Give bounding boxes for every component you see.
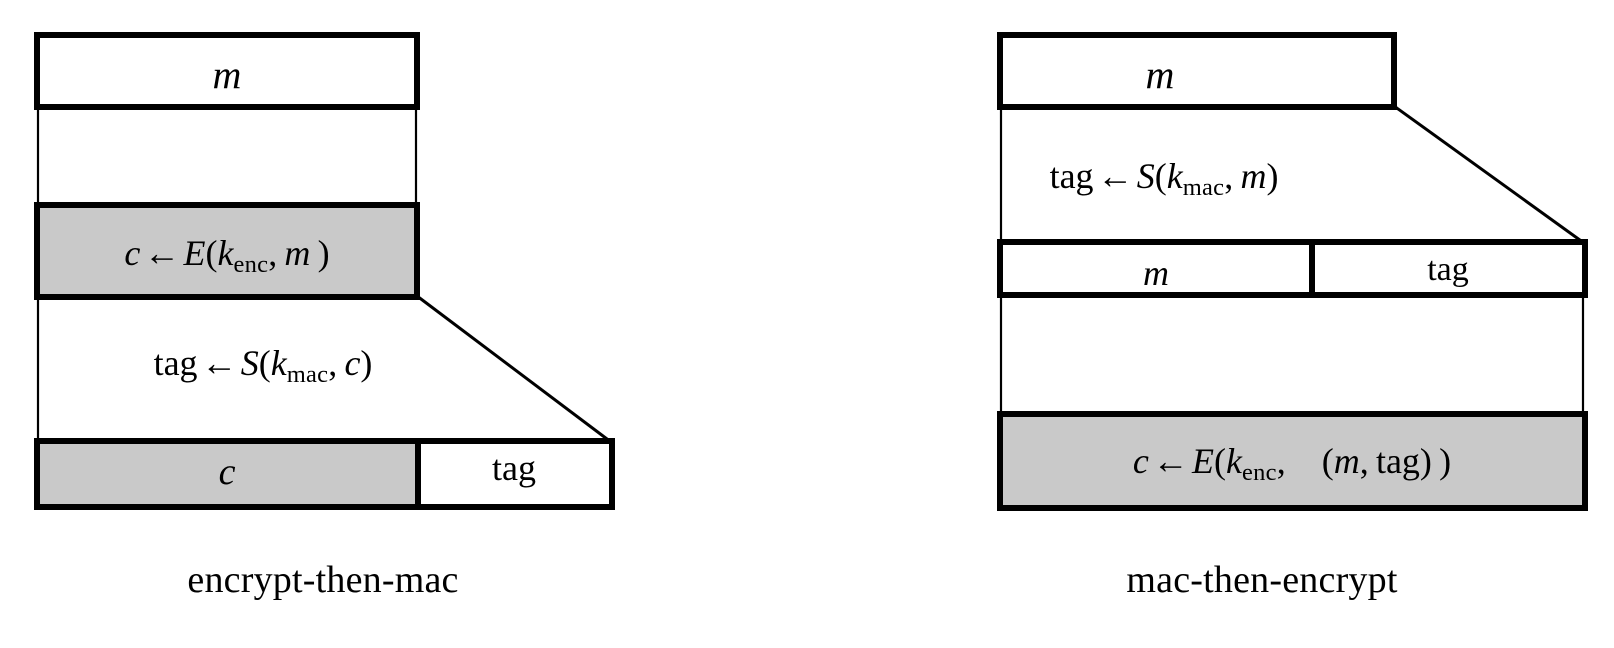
left-diagram-caption: encrypt-then-mac (187, 559, 459, 601)
mac-then-encrypt-shapes (997, 32, 1588, 511)
right-tag-cell (1309, 239, 1588, 298)
right-message-cell (997, 239, 1315, 298)
left-message-block (34, 32, 420, 110)
left-diagonal-connector (416, 294, 612, 444)
encrypt-then-mac-shapes (34, 32, 615, 510)
left-output-tag-cell (415, 438, 615, 510)
right-diagram-caption: mac-then-encrypt (1126, 559, 1398, 601)
left-encrypt-block (34, 202, 420, 300)
right-encrypt-block (997, 411, 1588, 511)
left-output-ciphertext-cell (34, 438, 421, 510)
right-message-block (997, 32, 1397, 110)
right-diagonal-connector (1393, 104, 1585, 245)
